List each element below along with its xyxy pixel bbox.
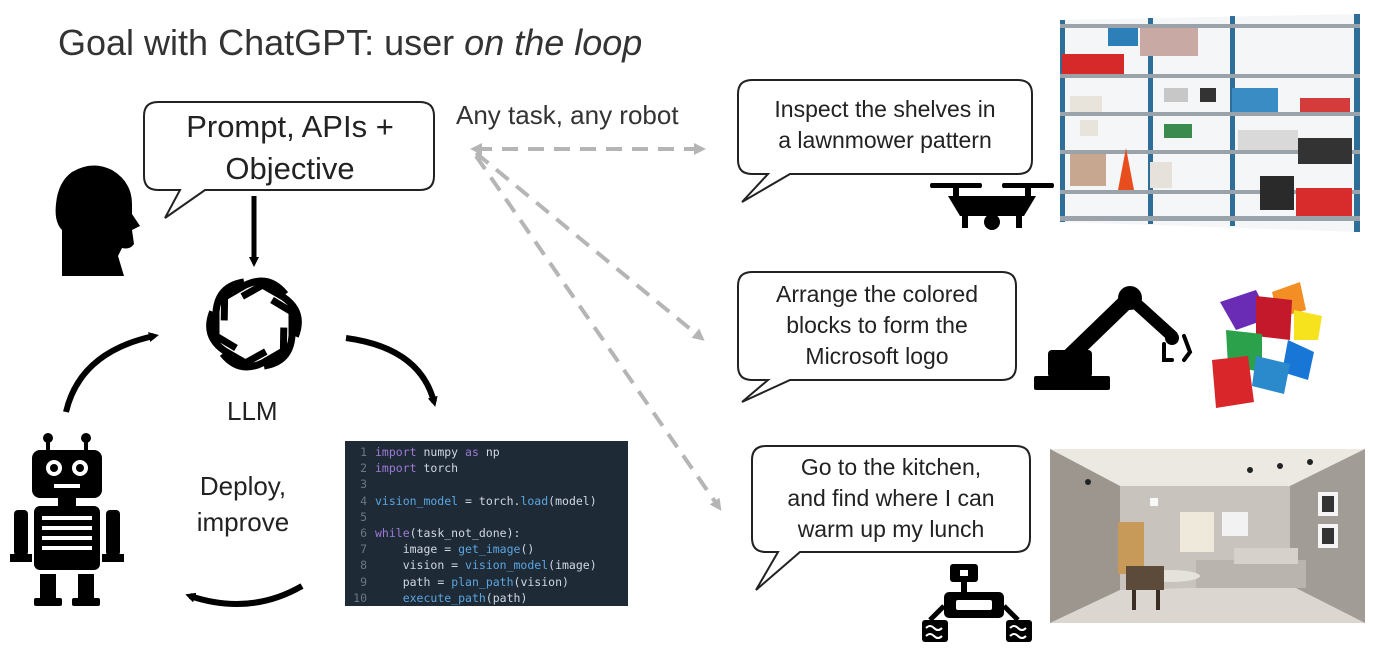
code-line: 3 [345, 476, 628, 492]
code-line-number: 7 [360, 542, 367, 557]
code-line-text: vision = vision_model(image) [402, 558, 597, 573]
robot-arm-icon [1034, 286, 1193, 390]
title-emphasis: on the loop [464, 22, 643, 63]
code-line: 5 [345, 509, 628, 525]
deploy-line-2: improve [196, 507, 290, 538]
task-arrow-rover [474, 154, 722, 511]
code-line-text: path = plan_path(vision) [402, 574, 569, 589]
code-line: 9 path = plan_path(vision) [345, 574, 628, 590]
code-line-text: import torch [375, 461, 459, 476]
task-rover-line-2: and find where I can [787, 485, 995, 512]
code-line-text: import numpy as np [375, 445, 500, 459]
code-line-text: vision_model = torch.load(model) [375, 493, 597, 508]
prompt-bubble-text: Prompt, APIs + Objective [150, 106, 430, 190]
task-arrow-arm [474, 151, 705, 341]
llm-to-code-arrow [345, 335, 438, 407]
robot-to-llm-arrow [63, 332, 159, 413]
shelves-image [1060, 14, 1360, 232]
code-line: 8 vision = vision_model(image) [345, 557, 628, 573]
cubes-image [1212, 282, 1322, 408]
code-line-number: 8 [360, 558, 367, 573]
code-line: 2 import torch [345, 460, 628, 476]
task-rover-line-3: warm up my lunch [797, 516, 985, 543]
task-arm-line-3: Microsoft logo [805, 343, 949, 370]
title-prefix: Goal with ChatGPT: user [58, 22, 465, 63]
task-arm-line-2: blocks to form the [786, 312, 968, 339]
user-silhouette-icon [55, 165, 140, 276]
code-line: 4 vision_model = torch.load(model) [345, 493, 628, 509]
code-line-number: 2 [360, 461, 367, 476]
code-line-text: while(task_not_done): [375, 525, 521, 540]
code-line: 1 import numpy as np [345, 444, 628, 460]
living-room-image [1050, 449, 1365, 623]
code-line-number: 5 [360, 509, 367, 524]
drone-icon [930, 183, 1054, 230]
code-line-number: 4 [360, 493, 367, 508]
task-rover-line-1: Go to the kitchen, [800, 454, 982, 480]
task-arm-line-1: Arrange the colored [775, 281, 978, 307]
code-line-number: 6 [360, 525, 367, 540]
code-line-text: image = get_image() [402, 542, 535, 557]
task-drone-line-1: Inspect the shelves in [774, 96, 996, 122]
task-text-arm: Arrange the colored blocks to form the M… [740, 279, 1014, 372]
deploy-line-1: Deploy, [199, 471, 287, 501]
code-line: 7 image = get_image() [345, 541, 628, 557]
code-line-text: execute_path(path) [402, 590, 528, 605]
task-drone-line-2: a lawnmower pattern [778, 127, 992, 154]
task-bubble-rover [751, 445, 1031, 591]
deploy-label: Deploy, improve [178, 468, 308, 541]
robot-icon [10, 433, 124, 606]
code-to-robot-arrow [185, 583, 304, 607]
prompt-line-2: Objective [225, 150, 355, 186]
code-line: 10 execute_path(path) [345, 590, 628, 606]
llm-label: LLM [227, 396, 278, 426]
code-line-number: 3 [360, 477, 367, 492]
task-bubble-arm [737, 271, 1017, 403]
slide-title: Goal with ChatGPT: user on the loop [58, 22, 642, 64]
any-task-label: Any task, any robot [456, 100, 679, 130]
prompt-line-1: Prompt, APIs + [186, 109, 394, 144]
rover-robot-icon [922, 564, 1032, 642]
task-text-drone: Inspect the shelves in a lawnmower patte… [740, 94, 1030, 156]
prompt-bubble [143, 101, 435, 219]
code-line-number: 1 [360, 445, 367, 459]
code-line-number: 9 [360, 574, 367, 589]
code-line: 6 while(task_not_done): [345, 525, 628, 541]
task-bubble-drone [737, 79, 1033, 203]
openai-logo-icon [206, 277, 302, 371]
code-line-number: 10 [353, 590, 367, 605]
task-text-rover: Go to the kitchen, and find where I can … [754, 452, 1028, 545]
